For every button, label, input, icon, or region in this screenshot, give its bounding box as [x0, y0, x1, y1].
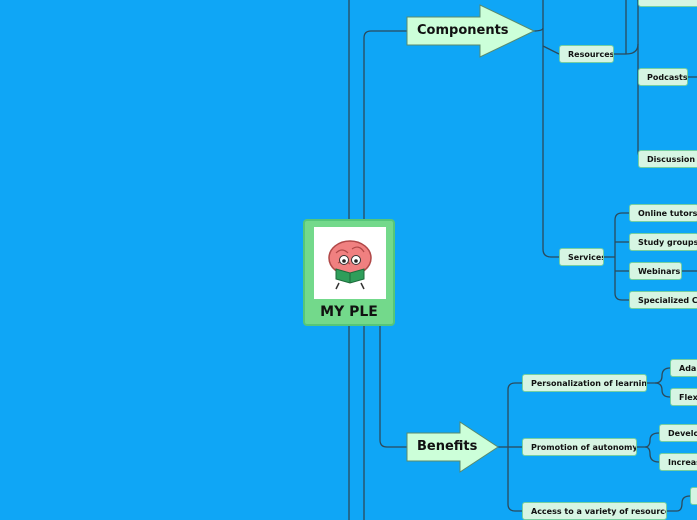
node-podcasts[interactable]: Podcasts [638, 68, 688, 86]
node-top-cut[interactable] [638, 0, 697, 7]
node-discussion-forums[interactable]: Discussion fo [638, 150, 697, 168]
node-personalization[interactable]: Personalization of learning [522, 374, 647, 392]
node-increase[interactable]: Increase [659, 453, 697, 471]
node-services[interactable]: Services [559, 248, 604, 266]
node-online-tutors[interactable]: Online tutors [629, 204, 697, 222]
node-study-groups[interactable]: Study groups [629, 233, 697, 251]
node-resources[interactable]: Resources [559, 45, 614, 63]
node-development[interactable]: Develop [659, 424, 697, 442]
benefits-label: Benefits [417, 439, 478, 454]
node-specialized-content[interactable]: Specialized Con [629, 291, 697, 309]
components-branch-arrow[interactable] [406, 4, 536, 58]
components-label: Components [417, 23, 509, 38]
benefits-branch-arrow[interactable] [406, 421, 500, 473]
node-autonomy[interactable]: Promotion of autonomy [522, 438, 637, 456]
central-title: MY PLE [320, 304, 378, 320]
node-access-sub-cut[interactable] [690, 487, 697, 505]
central-topic[interactable]: MY PLE [303, 219, 395, 326]
node-flexibility[interactable]: Flexi [670, 388, 697, 406]
node-access-resources[interactable]: Access to a variety of resources [522, 502, 667, 520]
node-adaptation[interactable]: Adap [670, 359, 697, 377]
node-webinars[interactable]: Webinars [629, 262, 682, 280]
reading-brain-icon [314, 227, 386, 299]
